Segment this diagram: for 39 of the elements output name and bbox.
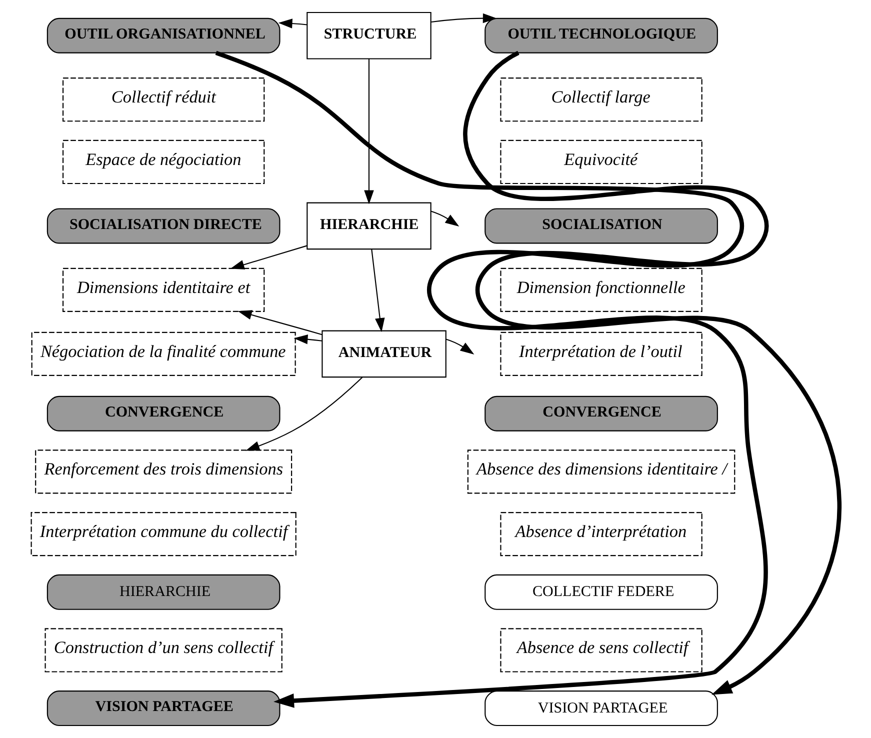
node-box: Collectif réduit	[62, 78, 265, 122]
node-box: SOCIALISATION DIRECTE	[46, 208, 280, 244]
node-box: OUTIL TECHNOLOGIQUE	[484, 18, 718, 54]
node-box: VISION PARTAGEE	[46, 690, 280, 726]
node-box: Absence des dimensions identitaire /	[467, 450, 736, 494]
arrow	[246, 377, 363, 451]
node-box: Dimensions identitaire et	[62, 268, 265, 312]
arrow	[294, 334, 322, 344]
node-box: Négociation de la finalité commune	[31, 332, 296, 376]
node-box: CONVERGENCE	[484, 396, 718, 432]
node-box: ANIMATEUR	[322, 330, 446, 378]
node-box: HIERARCHIE	[306, 202, 432, 250]
arrow	[430, 210, 460, 227]
node-box: Interprétation de l’outil	[500, 332, 702, 376]
arrow	[238, 310, 322, 336]
arrow	[278, 18, 308, 28]
node-box: Absence d’interprétation	[500, 512, 702, 556]
arrow	[364, 59, 374, 204]
arrow	[371, 249, 385, 332]
node-box: HIERARCHIE	[46, 574, 280, 610]
node-box: Absence de sens collectif	[500, 628, 702, 672]
node-box: Construction d’un sens collectif	[44, 628, 282, 672]
node-box: STRUCTURE	[306, 12, 432, 60]
node-box: Equivocité	[500, 140, 702, 184]
arrow	[464, 51, 842, 695]
node-box: SOCIALISATION	[484, 208, 718, 244]
node-box: COLLECTIF FEDERE	[484, 574, 718, 610]
node-box: Dimension fonctionnelle	[500, 268, 702, 312]
arrow	[431, 13, 497, 24]
node-box: CONVERGENCE	[46, 396, 280, 432]
node-box: Espace de négociation	[62, 140, 265, 184]
node-box: Collectif large	[500, 78, 702, 122]
node-box: Renforcement des trois dimensions	[35, 450, 292, 494]
node-box: Interprétation commune du collectif	[30, 512, 296, 556]
node-box: VISION PARTAGEE	[484, 690, 718, 726]
node-box: OUTIL ORGANISATIONNEL	[46, 18, 280, 54]
arrow	[215, 50, 768, 708]
arrow	[230, 245, 308, 270]
arrow	[446, 338, 474, 355]
